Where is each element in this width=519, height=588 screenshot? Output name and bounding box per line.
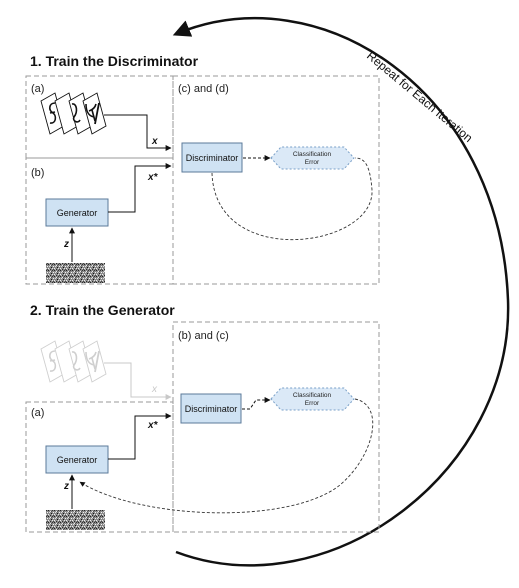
- repeat-label: Repeat for Each Iteration: [364, 49, 475, 145]
- mnist-digit-cards-faded: [40, 340, 107, 383]
- s1-discriminator-box: [181, 142, 243, 173]
- s2-generator-label: Generator: [57, 455, 98, 465]
- section1-title: 1. Train the Discriminator: [30, 53, 199, 69]
- s2-noise-patch: [46, 510, 105, 530]
- s2-x-faded-arrow: [104, 362, 172, 400]
- s2-disc-to-error-arrow: [242, 397, 271, 410]
- s1-generator-label: Generator: [57, 208, 98, 218]
- section2-title: 2. Train the Generator: [30, 302, 175, 318]
- s2-panel-a-label: (a): [31, 407, 44, 419]
- s1-feedback-loop: [211, 157, 373, 241]
- s1-x-arrow: [104, 114, 172, 151]
- s1-x-label: x: [151, 136, 158, 147]
- s1-xstar-arrow: [108, 163, 172, 213]
- s2-panel-a: [25, 401, 174, 533]
- s1-z-label: z: [63, 239, 69, 250]
- s2-discriminator-box: [180, 393, 242, 424]
- s1-classification-line2: Error: [305, 159, 320, 166]
- s1-generator-box: [45, 198, 109, 227]
- s2-xstar-label: x*: [147, 420, 159, 431]
- s1-panel-a-label: (a): [31, 83, 44, 95]
- repeat-arc-arrow: [172, 17, 510, 567]
- s2-x-faded-label: x: [151, 384, 158, 395]
- s2-discriminator-label: Discriminator: [185, 404, 238, 414]
- s2-z-label: z: [63, 481, 69, 492]
- s2-xstar-arrow: [108, 413, 172, 460]
- s2-classification-line2: Error: [305, 400, 320, 407]
- s2-classification-error: [270, 387, 355, 411]
- s1-noise-patch: [46, 263, 105, 283]
- s2-panel-bc-label: (b) and (c): [178, 330, 229, 342]
- mnist-digit-cards: [40, 92, 107, 135]
- s1-classification-error: [270, 146, 355, 170]
- s1-xstar-label: x*: [147, 172, 159, 183]
- s1-panel-cd-label: (c) and (d): [178, 83, 229, 95]
- s1-panel-b-label: (b): [31, 167, 44, 179]
- s1-classification-line1: Classification: [293, 151, 332, 158]
- s1-panel-cd: [172, 75, 380, 285]
- s2-panel-bc: [172, 321, 380, 533]
- s2-feedback-loop: [79, 398, 374, 514]
- s1-discriminator-label: Discriminator: [186, 153, 239, 163]
- s2-classification-line1: Classification: [293, 392, 332, 399]
